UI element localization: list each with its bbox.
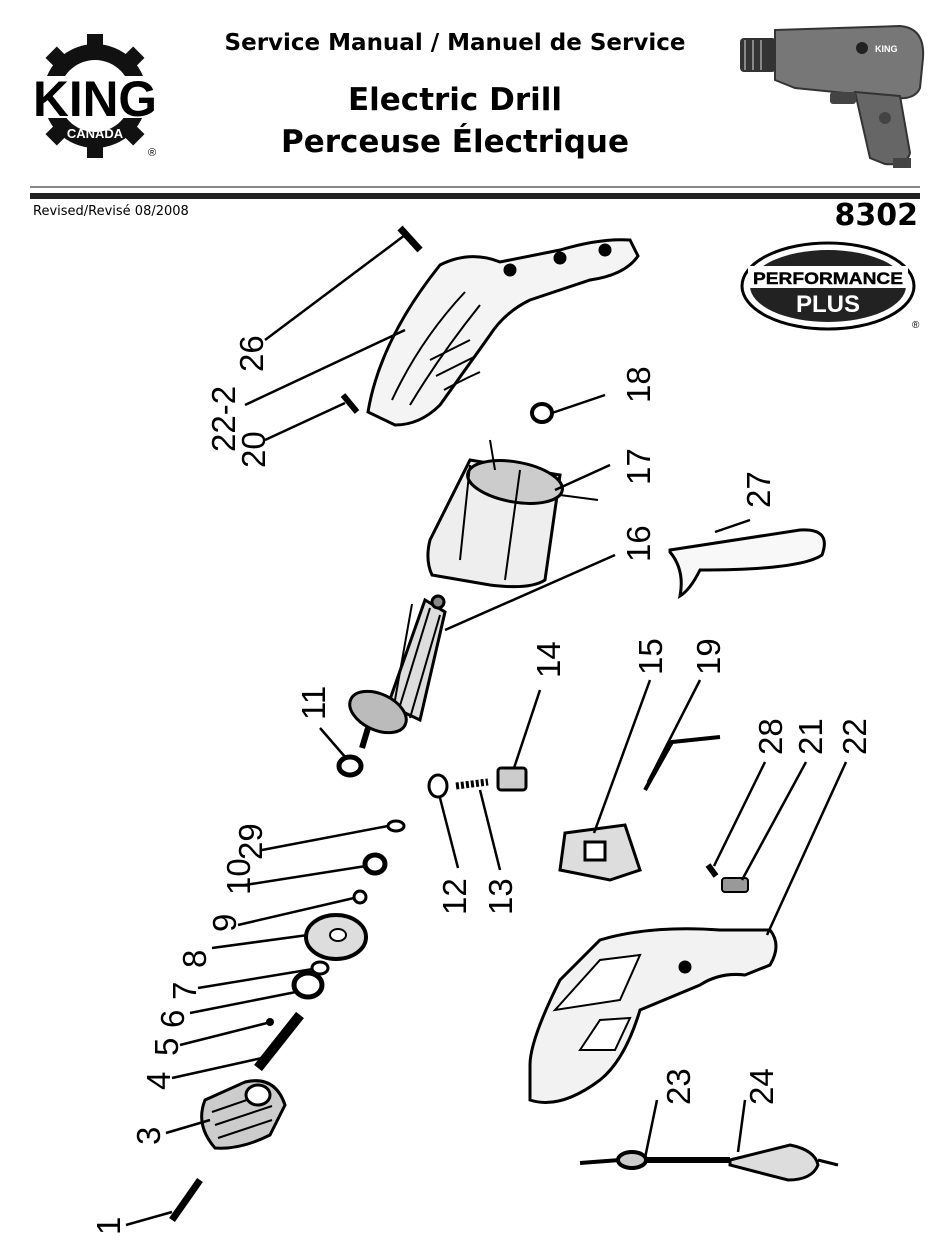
- label-23: 23: [660, 1068, 697, 1105]
- brand-sub: CANADA: [67, 126, 124, 141]
- performance-text: PERFORMANCE: [753, 269, 903, 288]
- label-24: 24: [743, 1068, 780, 1105]
- part-handle-cover: [668, 528, 826, 600]
- plus-text: PLUS: [796, 291, 860, 318]
- product-title-en: Electric Drill: [347, 82, 562, 118]
- part-power-cord: [579, 1143, 839, 1182]
- brush-holder-12: [427, 773, 449, 799]
- part-switch: [558, 823, 642, 882]
- label-26: 26: [233, 335, 270, 372]
- label-6: 6: [154, 1010, 191, 1028]
- label-13: 13: [482, 878, 519, 915]
- part-stator: [426, 439, 599, 589]
- exploded-parts-diagram: 26 22-2 20 18 17 16 27 11 14 15 19 28 21…: [90, 225, 873, 1235]
- label-18: 18: [620, 366, 657, 403]
- label-8: 8: [176, 950, 213, 968]
- label-15: 15: [632, 638, 669, 675]
- performance-registered: ®: [912, 320, 920, 331]
- header-rule-thin: [30, 186, 920, 188]
- label-20: 20: [235, 431, 272, 468]
- washer-29: [386, 819, 406, 833]
- button-21: [721, 877, 749, 893]
- drill-chuck: [740, 38, 776, 72]
- label-7: 7: [166, 982, 203, 1000]
- label-3: 3: [130, 1127, 167, 1145]
- bearing-10: [362, 852, 388, 876]
- spring-13: [455, 778, 489, 790]
- carbon-brush-14: [496, 766, 528, 792]
- bearing-11: [336, 754, 364, 778]
- label-19: 19: [690, 638, 727, 675]
- part-chuck-3: [200, 1079, 287, 1150]
- chuck-key-1: [169, 1177, 203, 1223]
- wire-19: [643, 735, 721, 791]
- revision-date: Revised/Revisé 08/2008: [33, 204, 189, 219]
- part-number-labels: 26 22-2 20 18 17 16 27 11 14 15 19 28 21…: [90, 335, 873, 1235]
- retaining-ring-9: [352, 889, 368, 905]
- label-4: 4: [140, 1072, 177, 1090]
- label-27: 27: [740, 471, 777, 508]
- label-22-2: 22-2: [205, 386, 242, 452]
- king-canada-logo: KING CANADA ®: [30, 34, 160, 159]
- spacer-7: [310, 960, 330, 976]
- model-number: 8302: [834, 198, 919, 233]
- screw-28: [705, 863, 719, 878]
- label-22: 22: [836, 718, 873, 755]
- product-title-fr: Perceuse Électrique: [281, 124, 629, 160]
- part-armature: [348, 594, 447, 749]
- spindle-4: [254, 1011, 304, 1072]
- label-28: 28: [752, 718, 789, 755]
- leader-lines: [125, 234, 848, 1227]
- brand-registered: ®: [148, 147, 156, 159]
- brand-name: KING: [33, 71, 157, 127]
- screw-20: [340, 393, 360, 414]
- performance-plus-logo: PERFORMANCE PLUS ®: [740, 241, 920, 331]
- key-5: [266, 1018, 274, 1026]
- bearing-18: [530, 402, 554, 424]
- screw-26: [397, 225, 423, 253]
- label-10: 10: [220, 858, 257, 895]
- label-12: 12: [436, 878, 473, 915]
- drill-badge: KING: [875, 44, 898, 54]
- bearing-6: [291, 970, 325, 1000]
- label-29: 29: [232, 823, 269, 860]
- label-1: 1: [90, 1217, 127, 1235]
- label-9: 9: [206, 914, 243, 932]
- label-16: 16: [620, 525, 657, 562]
- header-rule-thick: [30, 193, 920, 199]
- label-5: 5: [148, 1038, 185, 1056]
- label-11: 11: [295, 686, 332, 720]
- label-14: 14: [530, 641, 567, 678]
- part-housing-lower: [528, 927, 778, 1104]
- gear-8: [304, 913, 368, 961]
- label-17: 17: [620, 448, 657, 485]
- part-housing-upper: [366, 238, 640, 427]
- manual-title: Service Manual / Manuel de Service: [224, 30, 686, 56]
- label-21: 21: [792, 718, 829, 755]
- drill-photo: KING: [740, 24, 925, 168]
